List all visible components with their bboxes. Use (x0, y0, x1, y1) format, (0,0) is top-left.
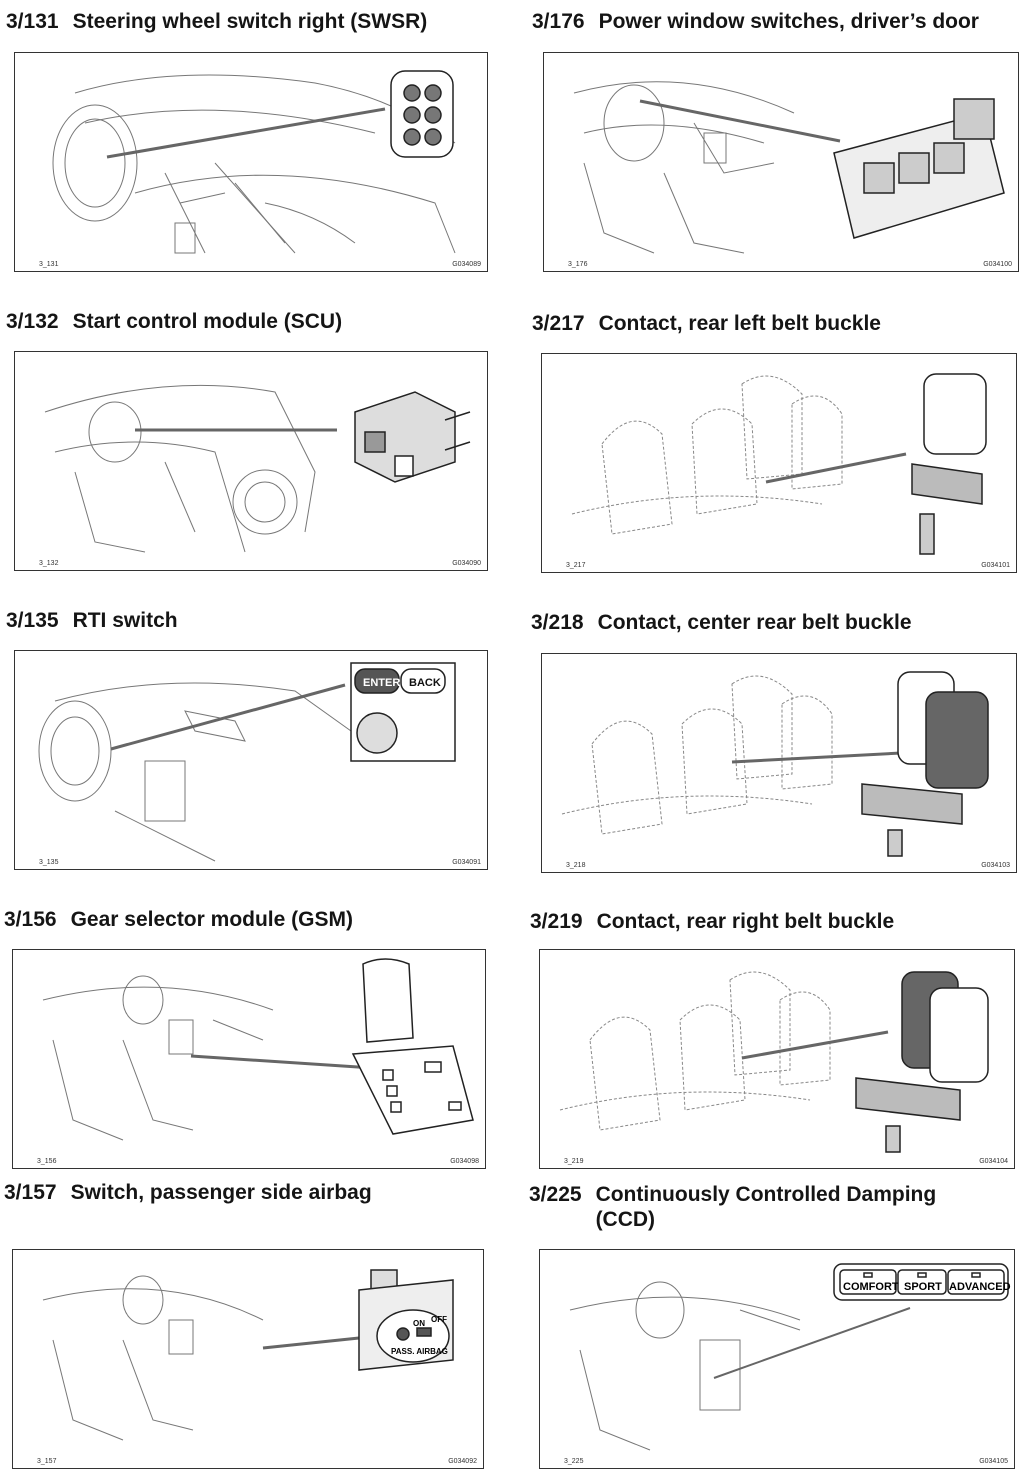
figure-3-157: ON OFF PASS. AIRBAG 3_157 G034092 (12, 1249, 484, 1469)
section-number: 3/225 (529, 1183, 582, 1206)
figure-code: G034105 (979, 1458, 1008, 1465)
start-control-module-illustration (44, 384, 471, 553)
figure-id: 3_219 (564, 1158, 584, 1165)
figure-code: G034089 (452, 261, 481, 268)
figure-3-219: 3_219 G034104 (539, 949, 1015, 1169)
section-title-3-219: 3/219 Contact, rear right belt buckle (530, 909, 894, 934)
section-title-text: RTI switch (72, 609, 178, 632)
ccd-illustration: COMFORT SPORT ADVANCED (569, 1263, 1011, 1451)
ccd-sport-label: SPORT (904, 1281, 942, 1293)
figure-3-132: 3_132 G034090 (14, 351, 488, 571)
section-title-3-132: 3/132 Start control module (SCU) (6, 309, 342, 334)
figure-code: G034091 (452, 859, 481, 866)
figure-id: 3_131 (39, 261, 59, 268)
section-title-text: Continuously Controlled Damping (CCD) (595, 1183, 937, 1231)
passenger-airbag-switch-illustration: ON OFF PASS. AIRBAG (42, 1269, 454, 1441)
steering-wheel-switch-illustration (52, 70, 456, 254)
figure-id: 3_225 (564, 1458, 584, 1465)
rti-switch-illustration: ENTER BACK (38, 662, 456, 862)
section-number: 3/157 (4, 1181, 57, 1204)
figure-3-156: 3_156 G034098 (12, 949, 486, 1169)
section-title-text: Steering wheel switch right (SWSR) (72, 10, 428, 33)
section-number: 3/218 (531, 611, 584, 634)
figure-code: G034092 (448, 1458, 477, 1465)
figure-id: 3_157 (37, 1458, 57, 1465)
figure-3-135: ENTER BACK 3_135 G034091 (14, 650, 488, 870)
figure-code: G034098 (450, 1158, 479, 1165)
figure-code: G034100 (983, 261, 1012, 268)
figure-3-217: 3_217 G034101 (541, 353, 1017, 573)
section-title-text: Contact, center rear belt buckle (597, 611, 912, 634)
section-number: 3/131 (6, 10, 59, 33)
figure-code: G034103 (981, 862, 1010, 869)
figure-code: G034101 (981, 562, 1010, 569)
section-title-text: Power window switches, driver’s door (598, 10, 979, 33)
section-number: 3/219 (530, 910, 583, 933)
rear-left-belt-buckle-illustration (571, 373, 987, 555)
section-title-3-131: 3/131 Steering wheel switch right (SWSR) (6, 9, 427, 34)
figure-id: 3_132 (39, 560, 59, 567)
rti-back-label: BACK (409, 677, 441, 689)
figure-3-131: 3_131 G034089 (14, 52, 488, 272)
figure-id: 3_218 (566, 862, 586, 869)
section-title-3-217: 3/217 Contact, rear left belt buckle (532, 311, 881, 336)
section-title-text: Gear selector module (GSM) (70, 908, 353, 931)
section-number: 3/217 (532, 312, 585, 335)
figure-3-218: 3_218 G034103 (541, 653, 1017, 873)
section-number: 3/176 (532, 10, 585, 33)
section-title-3-218: 3/218 Contact, center rear belt buckle (531, 610, 912, 635)
section-title-text: Start control module (SCU) (72, 310, 343, 333)
section-number: 3/132 (6, 310, 59, 333)
section-title-3-176: 3/176 Power window switches, driver’s doo… (532, 9, 979, 34)
section-title-text: Contact, rear left belt buckle (598, 312, 881, 335)
ccd-comfort-label: COMFORT (843, 1281, 899, 1293)
figure-id: 3_156 (37, 1158, 57, 1165)
section-title-3-157: 3/157 Switch, passenger side airbag (4, 1180, 372, 1205)
section-title-text: Contact, rear right belt buckle (596, 910, 895, 933)
figure-id: 3_135 (39, 859, 59, 866)
airbag-pass-label: PASS. AIRBAG (391, 1347, 448, 1356)
figure-3-225: COMFORT SPORT ADVANCED 3_225 G034105 (539, 1249, 1015, 1469)
gear-selector-module-illustration (42, 958, 474, 1141)
section-title-3-135: 3/135 RTI switch (6, 608, 178, 633)
figure-code: G034104 (979, 1158, 1008, 1165)
section-title-3-225: 3/225 Continuously Controlled Damping (C… (529, 1182, 1019, 1232)
figure-code: G034090 (452, 560, 481, 567)
section-title-text: Switch, passenger side airbag (70, 1181, 372, 1204)
airbag-off-label: OFF (431, 1315, 447, 1324)
section-number: 3/156 (4, 908, 57, 931)
ccd-advanced-label: ADVANCED (949, 1281, 1011, 1293)
figure-3-176: 3_176 G034100 (543, 52, 1019, 272)
rear-right-belt-buckle-illustration (559, 971, 989, 1153)
figure-id: 3_217 (566, 562, 586, 569)
center-rear-belt-buckle-illustration (561, 671, 989, 857)
rti-enter-label: ENTER (363, 677, 400, 689)
power-window-switch-illustration (573, 81, 1005, 254)
figure-id: 3_176 (568, 261, 588, 268)
airbag-on-label: ON (413, 1319, 425, 1328)
section-title-3-156: 3/156 Gear selector module (GSM) (4, 907, 353, 932)
section-number: 3/135 (6, 609, 59, 632)
